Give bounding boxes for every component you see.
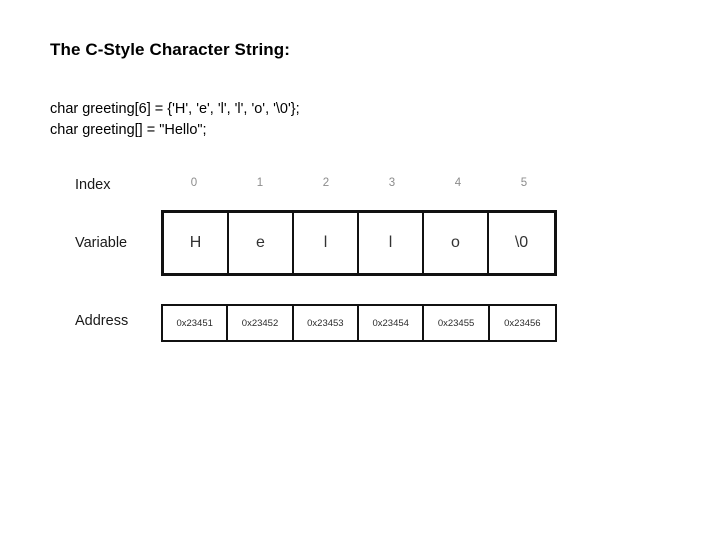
variable-cell: H xyxy=(164,213,229,273)
index-cell: 2 xyxy=(322,177,330,189)
variable-row: H e l l o \0 xyxy=(161,210,557,276)
address-cell: 0x23452 xyxy=(228,306,294,340)
address-row: 0x23451 0x23452 0x23453 0x23454 0x23455 … xyxy=(161,304,557,342)
index-row: 0 1 2 3 4 5 xyxy=(161,173,557,193)
index-cell: 3 xyxy=(388,177,396,189)
variable-cell: l xyxy=(359,213,424,273)
index-cell: 0 xyxy=(190,177,198,189)
address-cell: 0x23456 xyxy=(504,317,541,329)
code-block: char greeting[6] = {'H', 'e', 'l', 'l', … xyxy=(50,99,300,141)
address-cell: 0x23455 xyxy=(424,306,490,340)
index-cell: 5 xyxy=(520,177,528,189)
address-cell: 0x23451 xyxy=(163,306,229,340)
row-label-variable: Variable xyxy=(75,235,128,251)
code-line-array-init: char greeting[6] = {'H', 'e', 'l', 'l', … xyxy=(50,101,300,117)
row-label-address: Address xyxy=(75,313,129,329)
address-cell: 0x23454 xyxy=(359,306,425,340)
variable-cell: \0 xyxy=(514,234,529,251)
address-cell: 0x23453 xyxy=(294,306,360,340)
index-cell: 1 xyxy=(256,177,264,189)
row-label-index: Index xyxy=(75,177,111,193)
variable-cell: l xyxy=(294,213,359,273)
index-cell: 4 xyxy=(454,177,462,189)
variable-cell: o xyxy=(424,213,489,273)
variable-cell: e xyxy=(229,213,294,273)
page-title: The C-Style Character String: xyxy=(50,40,291,59)
code-line-string-literal: char greeting[] = "Hello"; xyxy=(50,122,207,138)
